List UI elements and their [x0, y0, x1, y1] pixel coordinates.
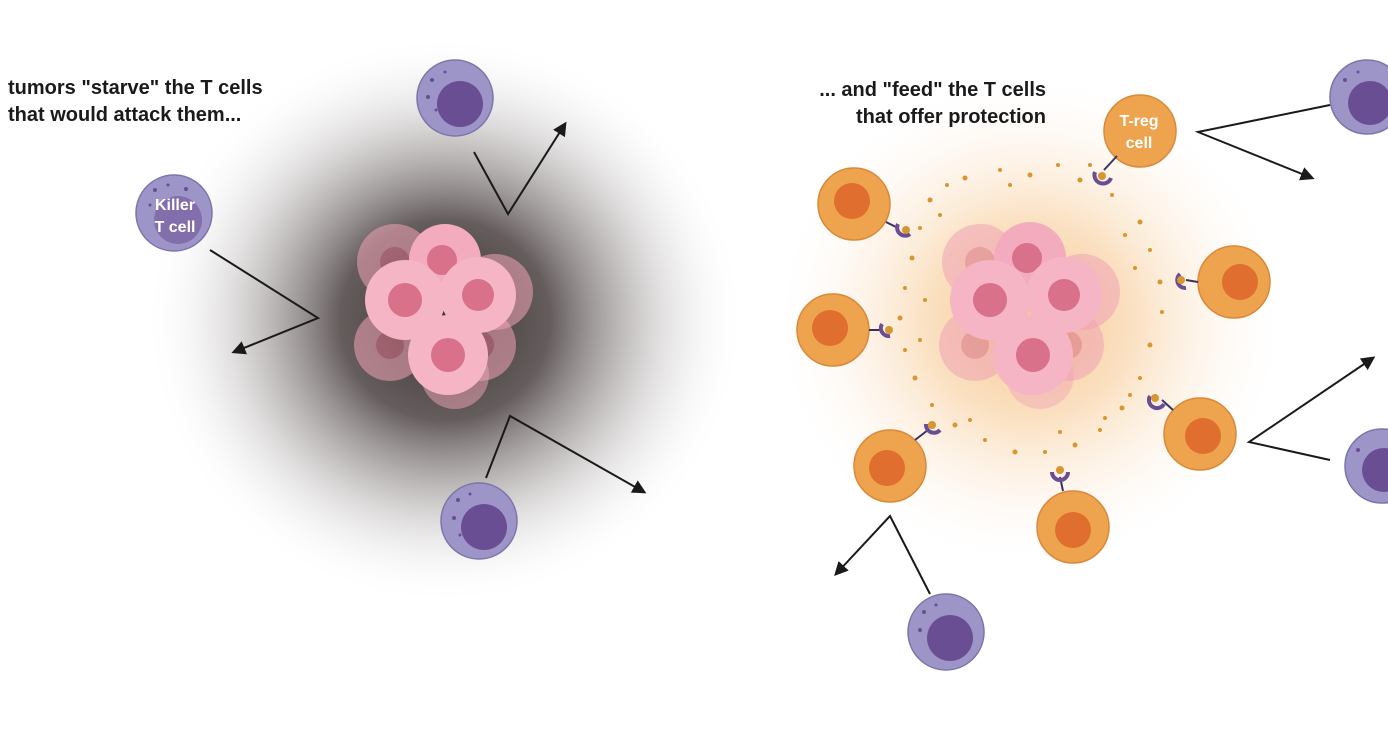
left-caption-line2: that would attack them... [8, 104, 242, 126]
killer-t-cell [1329, 59, 1388, 135]
killer-t-cell [440, 482, 518, 560]
killer-t-cell [907, 593, 985, 671]
treg-label-line1: T-reg [1119, 113, 1159, 130]
left-caption-line1: tumors "starve" the T cells [8, 77, 263, 99]
right-caption-line1: ... and "feed" the T cells [819, 79, 1046, 101]
right-caption-line2: that offer protection [856, 106, 1046, 128]
treg-cell [817, 167, 912, 241]
deflection-arrow [1194, 104, 1331, 181]
tumor-cell [993, 315, 1073, 395]
treg-cell-label: T-reg cell [1101, 111, 1177, 155]
killer-t-cell [1344, 428, 1388, 504]
treg-cell [1175, 245, 1271, 319]
treg-label-line2: cell [1125, 135, 1153, 152]
nutrient-dots [897, 163, 1164, 455]
right-caption: ... and "feed" the T cells that offer pr… [760, 77, 1046, 131]
treg-cell [1146, 394, 1237, 471]
deflection-arrow [1246, 356, 1376, 461]
killer-label-line1: Killer [154, 197, 195, 214]
tumor-cell [408, 315, 488, 395]
killer-label-line2: T cell [154, 219, 196, 236]
treg-cell [853, 421, 942, 503]
right-panel [770, 59, 1388, 671]
deflection-arrow [209, 249, 321, 355]
treg-cell [1036, 466, 1110, 564]
deflection-arrow [485, 414, 647, 494]
deflection-arrow [473, 121, 567, 216]
killer-cell-label: Killer T cell [132, 195, 218, 239]
tumor-cell [950, 260, 1030, 340]
tumor-cluster-right [939, 222, 1120, 409]
deflection-arrow [834, 514, 931, 595]
left-caption: tumors "starve" the T cells that would a… [8, 75, 263, 129]
tumor-cell [440, 257, 516, 333]
tumor-cell [365, 260, 445, 340]
tumor-cell [1026, 257, 1102, 333]
tumor-cluster-left [354, 224, 533, 409]
left-panel [135, 35, 745, 605]
killer-t-cell [416, 59, 494, 137]
treg-cell [796, 293, 893, 367]
killer-t-cell [135, 174, 213, 252]
treg-cell-labeled [1092, 94, 1177, 186]
